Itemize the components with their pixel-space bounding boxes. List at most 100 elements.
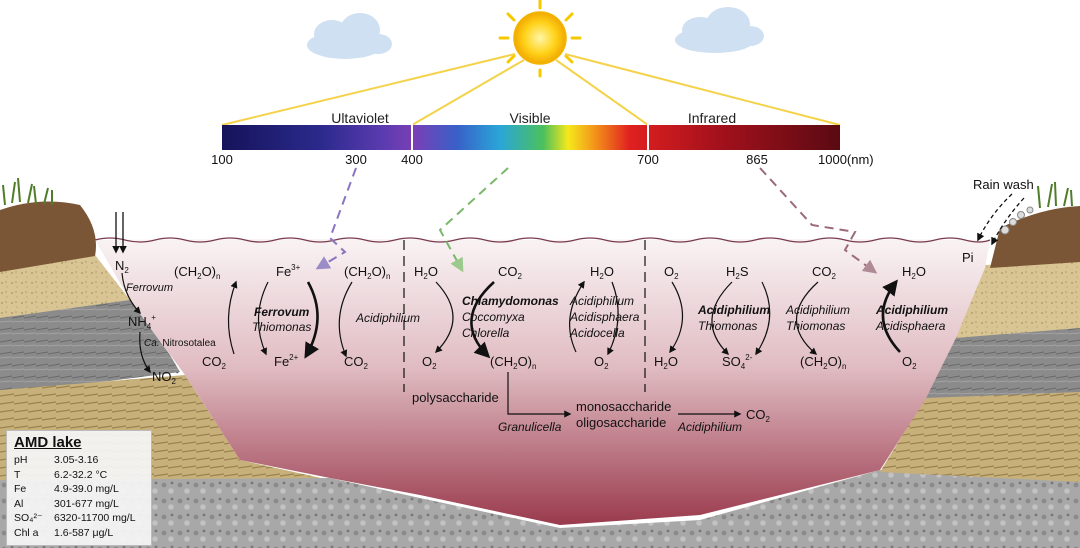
rain-wash-label: Rain wash [973, 177, 1034, 192]
acidiphilium-sulfur-bold: Acidiphilium [697, 303, 770, 317]
svg-text:H2O: H2O [590, 264, 614, 281]
carbon-degradation: polysaccharide monosaccharide oligosacch… [412, 372, 771, 434]
sand-layer [0, 255, 130, 320]
acidiphilium-photo: Acidiphilium [569, 294, 634, 308]
thiomonas-carbon: Thiomonas [786, 319, 845, 333]
ch2o-left: (CH [174, 264, 197, 279]
tick-400: 400 [401, 152, 423, 167]
o2-photo-left: O [422, 354, 432, 369]
right-soil-bank [990, 206, 1080, 268]
svg-text:(CH2O)n: (CH2O)n [174, 264, 220, 281]
ferrovum-iron: Ferrovum [254, 305, 310, 319]
h2o-photo-right: H [590, 264, 599, 279]
h2o-sulfur: H [902, 264, 911, 279]
ch2o-photo: (CH [490, 354, 513, 369]
svg-text:O2: O2 [664, 264, 679, 281]
lake-water [95, 239, 990, 525]
svg-text:O2: O2 [422, 354, 437, 371]
svg-text:O2: O2 [594, 354, 609, 371]
acidiphilium-iron: Acidiphilium [355, 311, 420, 325]
co2-sulfur: CO [812, 264, 832, 279]
svg-text:Ca. Nitrosotalea: Ca. Nitrosotalea [144, 338, 216, 349]
acidisphaera-right: Acidisphaera [875, 319, 946, 333]
svg-text:O2: O2 [902, 354, 917, 371]
spectrum-bar: Ultaviolet Visible Infrared 100 300 400 … [211, 110, 873, 167]
pi-label: Pi [962, 250, 974, 265]
fe2-label: Fe [274, 354, 289, 369]
svg-text:H2O: H2O [414, 264, 438, 281]
svg-text:(CH2O)n: (CH2O)n [490, 354, 536, 371]
chlamydomonas-label: Chlamydomonas [462, 294, 559, 308]
svg-text:SO42-: SO42- [722, 353, 753, 371]
right-sand-layer [955, 260, 1080, 340]
ch2o-right: (CH [344, 264, 367, 279]
info-row: SO₄²⁻6320-11700 mg/L [14, 512, 136, 524]
thiomonas-sulfur: Thiomonas [698, 319, 757, 333]
monosaccharide-label: monosaccharide [576, 399, 671, 414]
chlorella-label: Chlorella [462, 326, 510, 340]
n2-label: N [115, 258, 124, 273]
o2-sulfur: O [664, 264, 674, 279]
left-soil-bank [0, 201, 96, 272]
svg-text:N2: N2 [115, 258, 129, 275]
uv-light-arrow [315, 167, 357, 270]
cloud-right [675, 7, 764, 53]
ch2o-sulfur: (CH [800, 354, 823, 369]
co2-carbon: CO [746, 407, 766, 422]
thiomonas-iron: Thiomonas [252, 320, 311, 334]
region-visible: Visible [510, 110, 551, 126]
h2s-label: H [726, 264, 735, 279]
sulfur-cycle: O2 H2S CO2 H2O H2O SO42- (CH2O)n O2 Acid… [654, 264, 948, 371]
visible-light-arrow [438, 167, 509, 273]
sun-rays-to-spectrum [221, 53, 841, 126]
co2-iron-left: CO [202, 354, 222, 369]
co2-iron-right: CO [344, 354, 364, 369]
info-title: AMD lake [14, 434, 82, 451]
acidiphilium-right-bold: Acidiphilium [875, 303, 948, 317]
o2-photo-right: O [594, 354, 604, 369]
nitrosotalea-label: Nitrosotalea [162, 338, 216, 349]
polysaccharide-label: polysaccharide [412, 390, 499, 405]
iron-cycle: (CH2O)n Fe3+ (CH2O)n CO2 Fe2+ CO2 Ferrov… [174, 263, 420, 371]
tick-300: 300 [345, 152, 367, 167]
no2-label: NO [152, 369, 172, 384]
so4-label: SO [722, 354, 741, 369]
nh4-label: NH [128, 314, 147, 329]
rock-layer-bottom [0, 470, 1080, 548]
coccomyxa-label: Coccomyxa [462, 310, 525, 324]
co2-photo: CO [498, 264, 518, 279]
svg-text:CO2: CO2 [746, 407, 771, 424]
tick-700: 700 [637, 152, 659, 167]
oligosaccharide-label: oligosaccharide [576, 415, 666, 430]
cloud-left [307, 13, 392, 59]
grass-left [2, 177, 53, 206]
gray-sediment-layer [0, 300, 180, 395]
acidisphaera-photo: Acidisphaera [569, 310, 640, 324]
svg-text:Fe3+: Fe3+ [276, 263, 301, 279]
svg-text:CO2: CO2 [498, 264, 523, 281]
photosynthesis-cycle: H2O CO2 H2O O2 (CH2O)n O2 Chlamydomonas … [414, 264, 640, 371]
water-surface-line [94, 237, 991, 243]
rain-arrow-2 [991, 197, 1025, 246]
svg-text:CO2: CO2 [344, 354, 369, 371]
tick-865: 865 [746, 152, 768, 167]
acidiphilium-carbon-degr: Acidiphilium [677, 420, 742, 434]
svg-text:(CH2O)n: (CH2O)n [344, 264, 390, 281]
grass-right [1037, 181, 1073, 209]
infrared-light-arrow [759, 167, 878, 274]
svg-text:NO2-: NO2- [152, 368, 179, 386]
tick-1000: 1000(nm) [818, 152, 874, 167]
fe3-label: Fe [276, 264, 291, 279]
right-gray-layer [925, 328, 1080, 400]
region-infrared: Infrared [688, 110, 736, 126]
pebbles-right [1000, 206, 1034, 235]
tick-100: 100 [211, 152, 233, 167]
ferrovum-nitrogen: Ferrovum [126, 282, 173, 294]
ca-label: Ca. [144, 338, 160, 349]
svg-text:CO2: CO2 [812, 264, 837, 281]
